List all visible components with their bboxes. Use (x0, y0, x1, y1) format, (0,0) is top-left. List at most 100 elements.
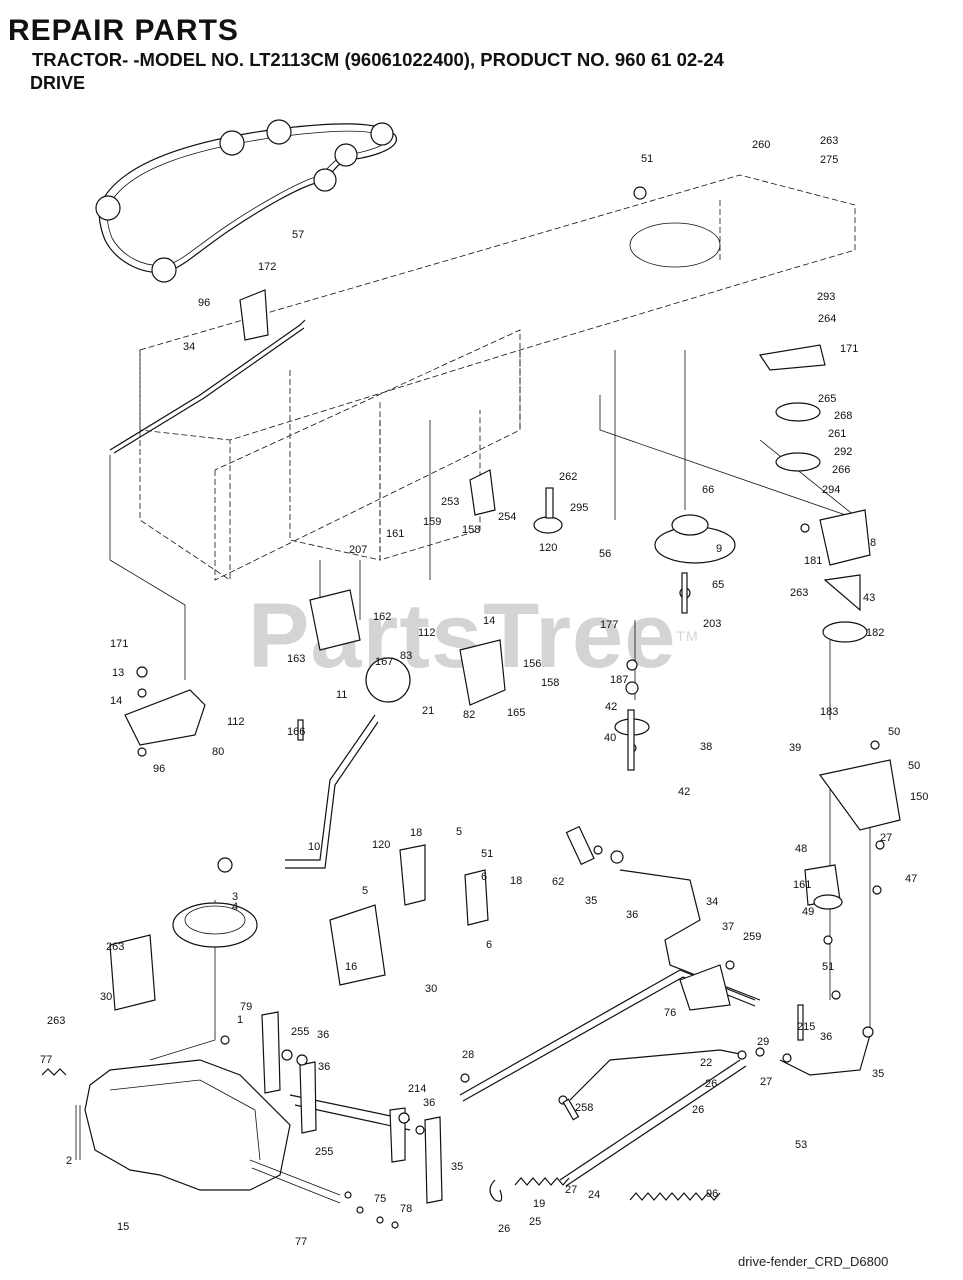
callout-82: 82 (463, 709, 475, 721)
watermark-tm: TM (676, 628, 699, 644)
callout-27: 27 (880, 832, 892, 844)
callout-172: 172 (258, 261, 276, 273)
callout-83: 83 (400, 650, 412, 662)
callout-24: 24 (588, 1189, 600, 1201)
callout-66: 66 (702, 484, 714, 496)
callout-14: 14 (110, 695, 122, 707)
callout-161: 161 (793, 879, 811, 891)
hardware (136, 186, 885, 1229)
callout-96: 96 (198, 297, 210, 309)
callout-22: 22 (700, 1057, 712, 1069)
callout-75: 75 (374, 1193, 386, 1205)
callout-35: 35 (872, 1068, 884, 1080)
callout-96: 96 (153, 763, 165, 775)
callout-262: 262 (559, 471, 577, 483)
callout-5: 5 (362, 885, 368, 897)
callout-112: 112 (418, 627, 436, 639)
callout-50: 50 (908, 760, 920, 772)
callout-214: 214 (408, 1083, 426, 1095)
callout-112: 112 (227, 716, 245, 728)
callout-1: 1 (237, 1014, 243, 1026)
callout-156: 156 (523, 658, 541, 670)
callout-37: 37 (722, 921, 734, 933)
callout-8: 8 (870, 537, 876, 549)
callout-167: 167 (375, 656, 393, 668)
callout-263: 263 (47, 1015, 65, 1027)
callout-215: 215 (797, 1021, 815, 1033)
drive-belt (95, 119, 398, 283)
callout-29: 29 (757, 1036, 769, 1048)
callout-77: 77 (40, 1054, 52, 1066)
callout-35: 35 (451, 1161, 463, 1173)
callout-80: 80 (212, 746, 224, 758)
callout-13: 13 (112, 667, 124, 679)
callout-96: 96 (706, 1188, 718, 1200)
callout-79: 79 (240, 1001, 252, 1013)
callout-36: 36 (423, 1097, 435, 1109)
callout-266: 266 (832, 464, 850, 476)
callout-158: 158 (462, 524, 480, 536)
callout-38: 38 (700, 741, 712, 753)
callout-162: 162 (373, 611, 391, 623)
callout-43: 43 (863, 592, 875, 604)
model-subtitle: TRACTOR- -MODEL NO. LT2113CM (9606102240… (32, 49, 724, 70)
callout-265: 265 (818, 393, 836, 405)
callout-260: 260 (752, 139, 770, 151)
callout-18: 18 (410, 827, 422, 839)
callout-16: 16 (345, 961, 357, 973)
callout-36: 36 (820, 1031, 832, 1043)
callout-5: 5 (456, 826, 462, 838)
callout-182: 182 (866, 627, 884, 639)
callout-207: 207 (349, 544, 367, 556)
callout-258: 258 (575, 1102, 593, 1114)
callout-171: 171 (840, 343, 858, 355)
callout-51: 51 (822, 961, 834, 973)
callout-294: 294 (822, 484, 840, 496)
callout-56: 56 (599, 548, 611, 560)
callout-166: 166 (287, 726, 305, 738)
callout-65: 65 (712, 579, 724, 591)
callout-18: 18 (510, 875, 522, 887)
callout-163: 163 (287, 653, 305, 665)
pulleys (172, 402, 868, 948)
callout-19: 19 (533, 1198, 545, 1210)
transaxle (75, 1059, 341, 1204)
callout-35: 35 (585, 895, 597, 907)
callout-259: 259 (743, 931, 761, 943)
callout-76: 76 (664, 1007, 676, 1019)
callout-120: 120 (372, 839, 390, 851)
callout-57: 57 (292, 229, 304, 241)
callout-263: 263 (790, 587, 808, 599)
callout-15: 15 (117, 1221, 129, 1233)
callout-42: 42 (678, 786, 690, 798)
callout-292: 292 (834, 446, 852, 458)
callout-51: 51 (641, 153, 653, 165)
page-title: REPAIR PARTS (8, 14, 239, 47)
header: REPAIR PARTS TRACTOR- -MODEL NO. LT2113C… (8, 14, 724, 94)
callout-6: 6 (486, 939, 492, 951)
callout-255: 255 (291, 1026, 309, 1038)
callout-161: 161 (386, 528, 404, 540)
callout-34: 34 (706, 896, 718, 908)
callout-253: 253 (441, 496, 459, 508)
callout-158: 158 (541, 677, 559, 689)
section-title: DRIVE (30, 73, 86, 93)
callout-34: 34 (183, 341, 195, 353)
callout-51: 51 (481, 848, 493, 860)
callout-6: 6 (481, 871, 487, 883)
callout-9: 9 (716, 543, 722, 555)
callout-26: 26 (692, 1104, 704, 1116)
callout-11: 11 (336, 689, 347, 701)
callout-36: 36 (626, 909, 638, 921)
callout-255: 255 (315, 1146, 333, 1158)
callout-14: 14 (483, 615, 495, 627)
callout-187: 187 (610, 674, 628, 686)
callout-30: 30 (425, 983, 437, 995)
callout-261: 261 (828, 428, 846, 440)
callout-268: 268 (834, 410, 852, 422)
drawing-reference: drive-fender_CRD_D6800 (738, 1254, 889, 1269)
callout-2: 2 (66, 1155, 72, 1167)
callout-39: 39 (789, 742, 801, 754)
